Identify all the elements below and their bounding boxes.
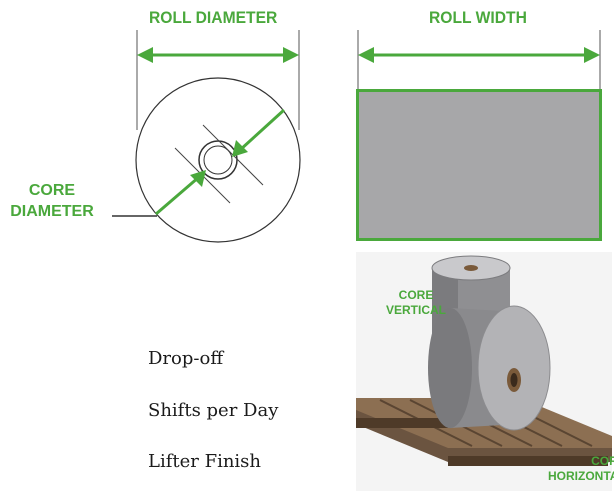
core-diameter-label-line2: DIAMETER [10,203,94,220]
roll-diameter-title: ROLL DIAMETER [149,8,278,27]
roll-diameter-dimension-arrow [137,47,299,63]
core-diameter-label-line1: CORE [28,182,76,199]
core-diameter-label: CORE DIAMETER [0,180,104,222]
core-diameter-arrows [155,108,286,216]
core-horizontal-label: CORE HORIZONTAL [548,454,614,484]
list-item-lifter-finish: Lifter Finish [148,451,262,472]
pallet-rolls-illustration [356,252,612,491]
roll-width-dimension-arrow [358,47,600,63]
list-item-drop-off: Drop-off [148,348,224,369]
list-item-shifts-per-day: Shifts per Day [148,400,279,421]
core-inner-ring [203,145,233,175]
core-vertical-label-line1: CORE [398,288,434,302]
roll-width-title: ROLL WIDTH [429,8,527,27]
core-horizontal-label-line1: CORE [591,454,614,468]
core-vertical-label: CORE VERTICAL [386,288,446,318]
core-vertical-label-line2: VERTICAL [386,303,446,317]
roll-width-rectangle [356,89,602,241]
horizontal-roll-image [428,305,551,431]
core-horizontal-label-line2: HORIZONTAL [548,469,614,483]
